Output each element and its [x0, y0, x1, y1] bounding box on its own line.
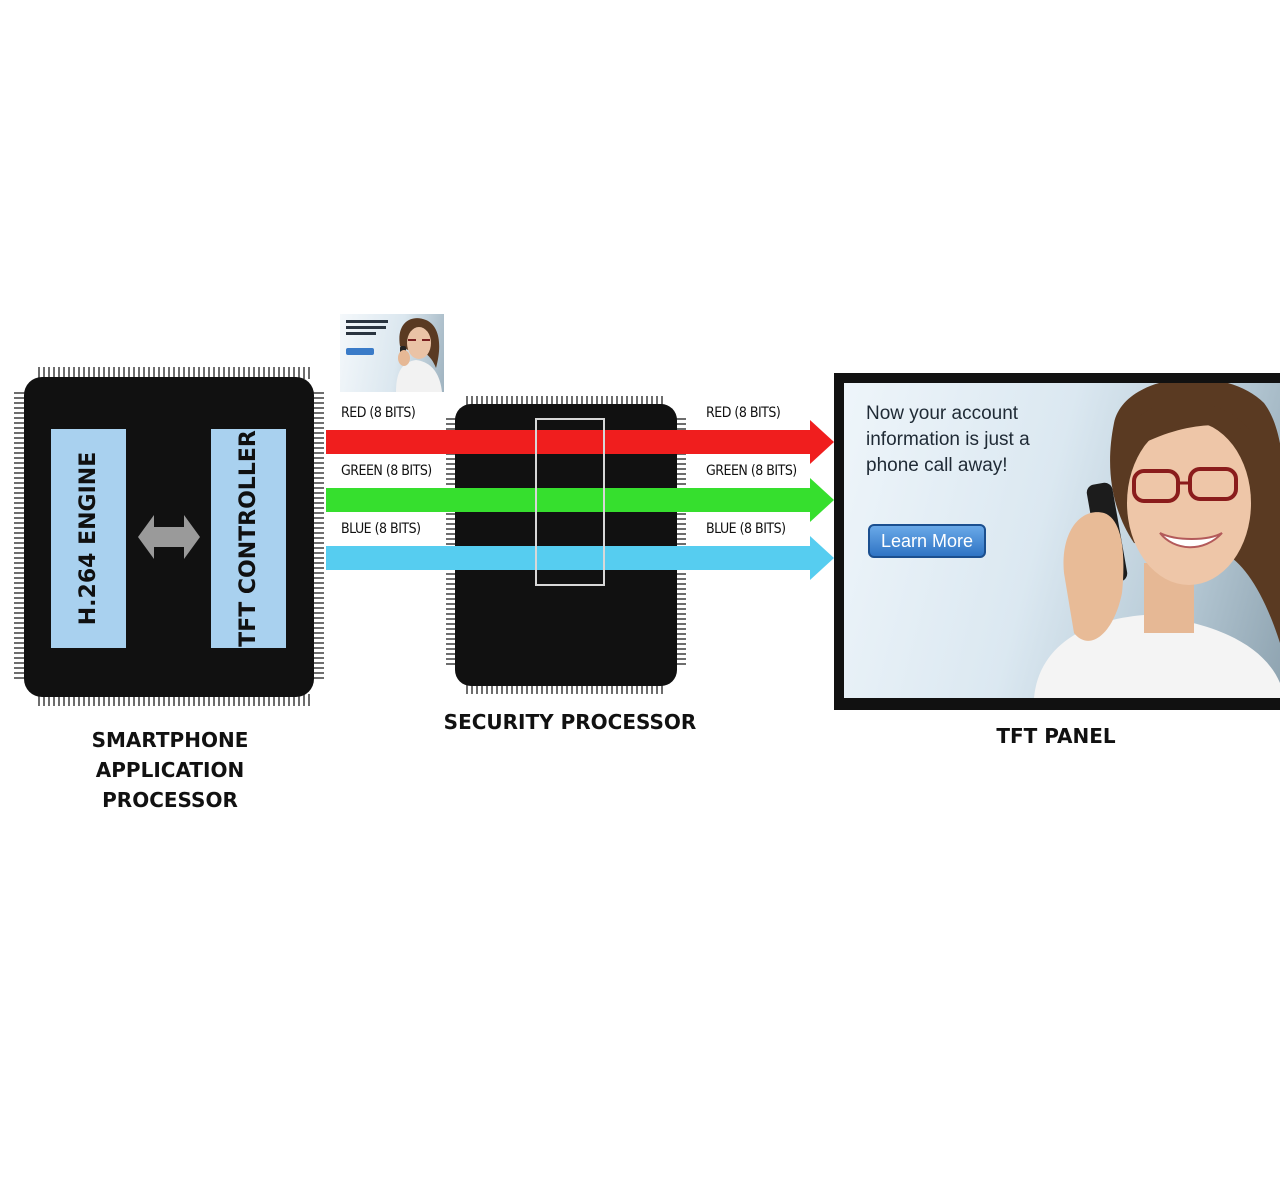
h264-engine-label: H.264 ENGINE: [76, 451, 102, 626]
chip-pins-right: [312, 392, 324, 682]
red-in-label: RED (8 BITS): [341, 405, 416, 421]
red-signal-arrowhead: [810, 420, 834, 464]
red-out-label: RED (8 BITS): [706, 405, 781, 421]
tft-panel-caption: TFT PANEL: [996, 724, 1116, 748]
green-signal-bar: [326, 488, 814, 512]
sec-chip-pins-left: [446, 418, 456, 666]
red-signal-bar: [326, 430, 814, 454]
blue-in-label: BLUE (8 BITS): [341, 521, 421, 537]
promo-text: Now your account information is just a p…: [866, 403, 1030, 476]
green-out-label: GREEN (8 BITS): [706, 463, 797, 479]
blue-signal-arrowhead: [810, 536, 834, 580]
chip-pins-left: [14, 392, 26, 682]
security-core-outline: [535, 418, 605, 586]
green-signal-arrowhead: [810, 478, 834, 522]
double-arrow-icon: [138, 515, 200, 559]
image-thumbnail-icon: [340, 314, 444, 392]
learn-more-button[interactable]: Learn More: [868, 524, 986, 558]
sec-chip-pins-bottom: [466, 684, 664, 694]
h264-engine-block: H.264 ENGINE: [51, 429, 126, 648]
tft-controller-label: TFT CONTROLLER: [236, 430, 261, 647]
chip-pins-top: [38, 367, 310, 379]
woman-on-phone-icon: [1034, 383, 1280, 698]
app-processor-caption: SMARTPHONE APPLICATION PROCESSOR: [91, 728, 249, 812]
tft-controller-block: TFT CONTROLLER: [211, 429, 286, 648]
blue-signal-bar: [326, 546, 814, 570]
tft-screen: Now your account information is just a p…: [844, 383, 1280, 698]
green-in-label: GREEN (8 BITS): [341, 463, 432, 479]
sec-chip-pins-top: [466, 396, 664, 406]
chip-pins-bottom: [38, 694, 310, 706]
blue-out-label: BLUE (8 BITS): [706, 521, 786, 537]
security-processor-caption: SECURITY PROCESSOR: [443, 710, 697, 734]
sec-chip-pins-right: [676, 418, 686, 666]
signal-arrows: [326, 420, 834, 580]
tft-panel: Now your account information is just a p…: [834, 373, 1280, 710]
